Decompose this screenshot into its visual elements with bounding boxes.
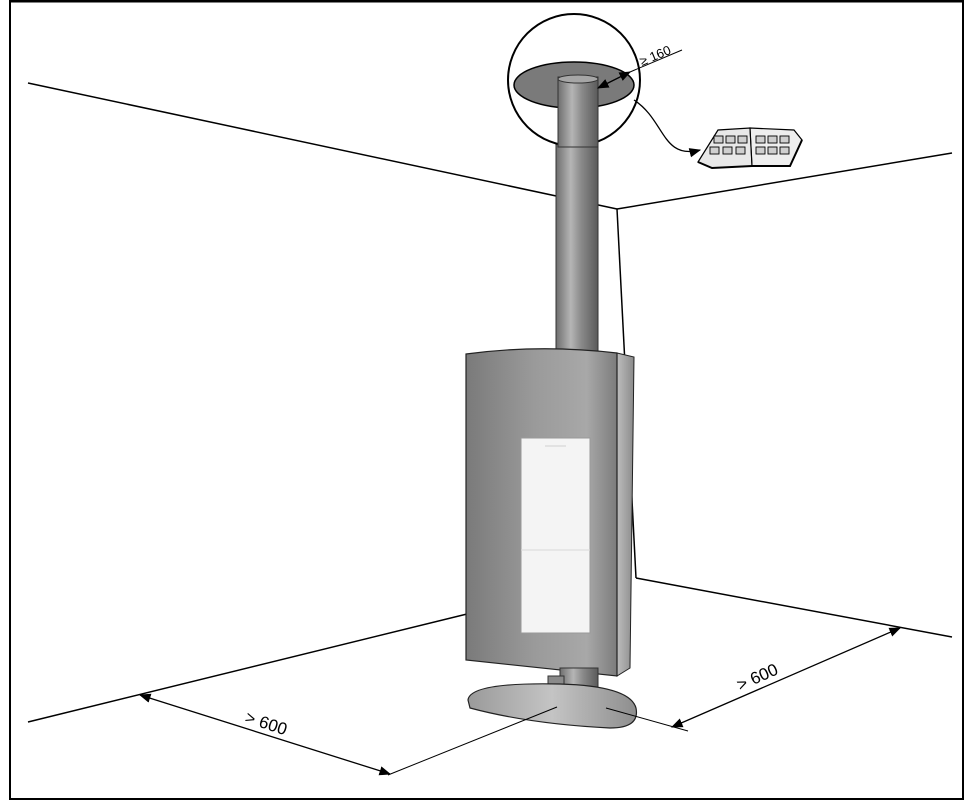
open-book-icon (697, 127, 803, 170)
stove-window (520, 437, 591, 634)
flue-clearance-label: ≥ 160 (637, 42, 673, 68)
floor-right-edge (635, 577, 953, 638)
ceiling-left-edge (27, 82, 618, 210)
ceiling-detail: ≥ 160 (507, 13, 683, 148)
flue-clearance-arrow (596, 71, 632, 89)
right-clearance-arrow (670, 627, 902, 728)
manual-pointer-line (633, 99, 702, 158)
flue-clearance-leader (629, 49, 683, 73)
stove-base (467, 667, 638, 729)
right-floor-dimension: > 600 (605, 627, 902, 732)
ceiling-right-edge (616, 152, 953, 210)
floor-left-edge (27, 613, 468, 723)
stove-side-panel (616, 352, 635, 677)
stove (465, 348, 635, 677)
left-clearance-arrow (138, 693, 392, 776)
outer-border (9, 0, 964, 800)
